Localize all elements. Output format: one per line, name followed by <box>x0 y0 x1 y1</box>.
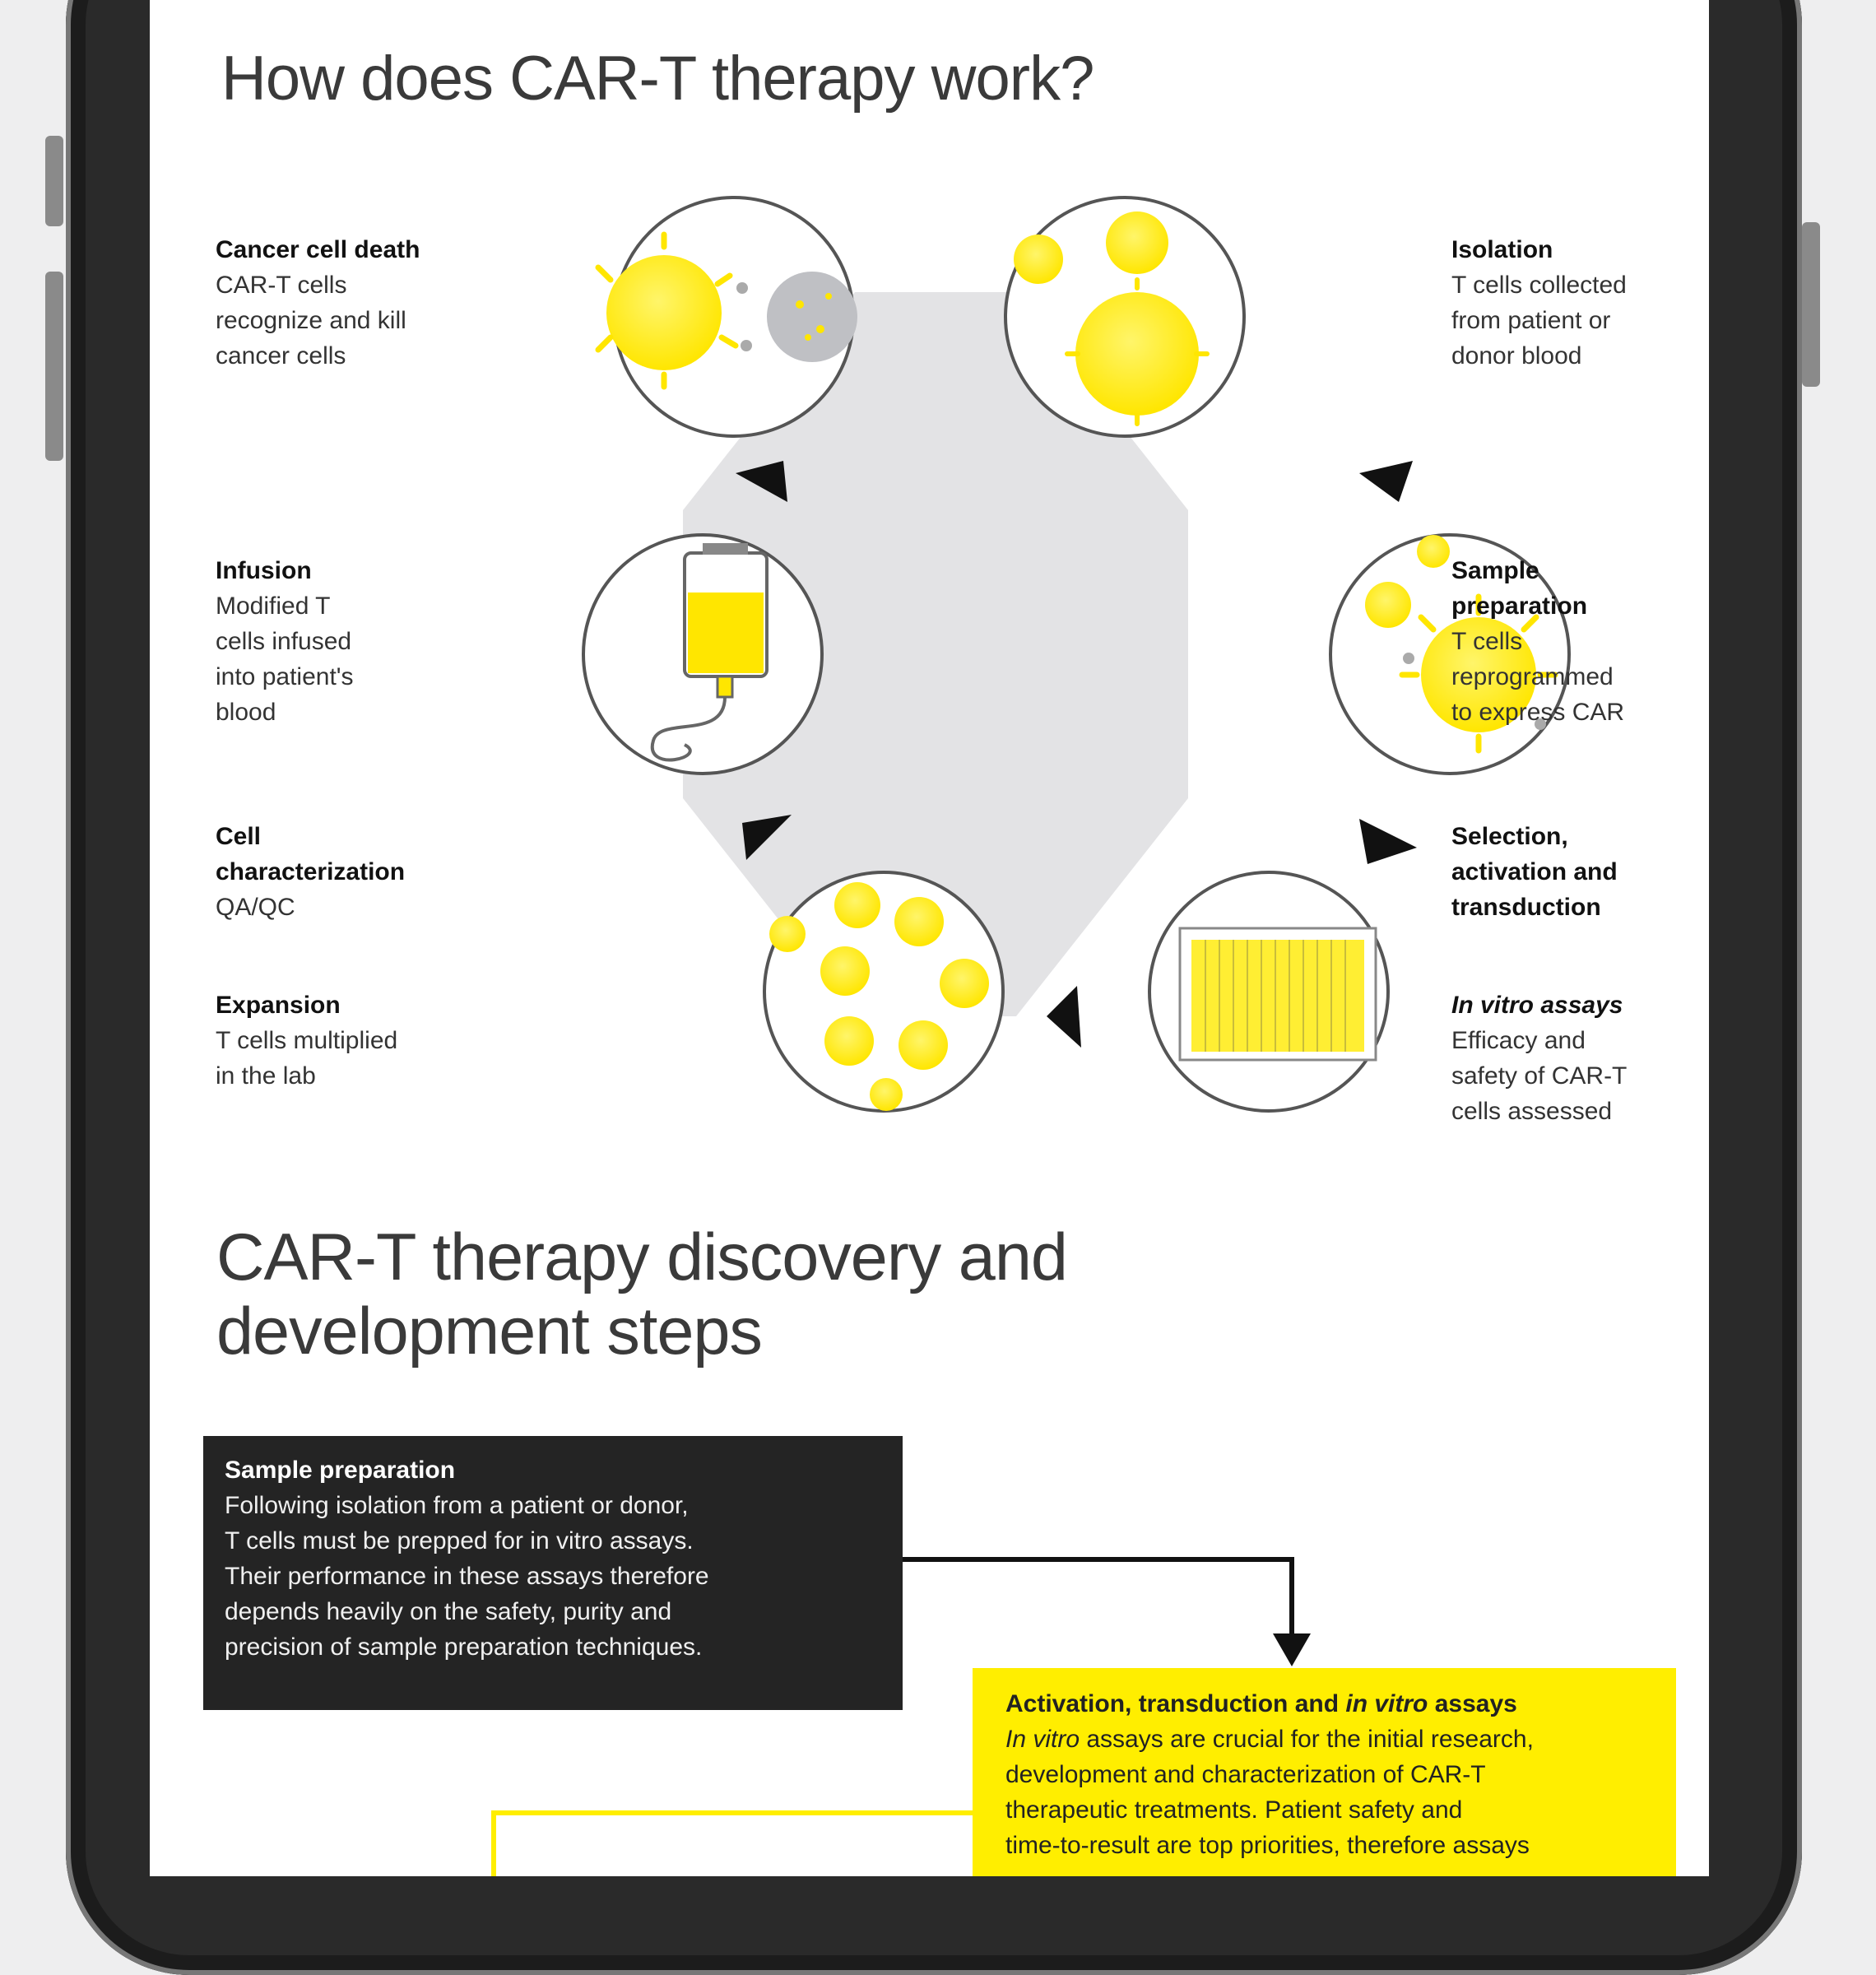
flow-connector <box>903 1557 1311 1666</box>
cycle-arrow-icon <box>1359 461 1413 502</box>
phone-screen: How does CAR-T therapy work? <box>150 0 1709 1876</box>
cancer-kill-icon <box>595 196 857 438</box>
infusion-bag-icon <box>582 533 824 775</box>
phone-side-button <box>45 272 63 461</box>
card-sample-preparation: Sample preparation Following isolation f… <box>203 1436 903 1710</box>
page-title: How does CAR-T therapy work? <box>221 44 1094 114</box>
car-t-cell-icon <box>1329 533 1571 775</box>
phone-side-button <box>45 136 63 226</box>
next-step-outline <box>491 1810 982 1876</box>
arrow-down-icon <box>1273 1633 1311 1666</box>
cycle-arrow-icon <box>1047 986 1081 1048</box>
cycle-arrow-icon <box>736 461 787 502</box>
car-t-cycle-diagram <box>582 196 1571 1113</box>
card-activation-assays: Activation, transduction and in vitro as… <box>973 1668 1676 1876</box>
phone-power-button <box>1802 222 1820 387</box>
cycle-hexagon <box>683 292 1188 1016</box>
cycle-arrow-icon <box>1359 819 1417 864</box>
isolation-cells-icon <box>1004 196 1246 438</box>
assay-plate-icon <box>1148 871 1390 1113</box>
cycle-arrow-icon <box>742 815 792 860</box>
expansion-cells-icon <box>763 871 1005 1113</box>
section-title: CAR-T therapy discovery and development … <box>216 1220 1068 1369</box>
